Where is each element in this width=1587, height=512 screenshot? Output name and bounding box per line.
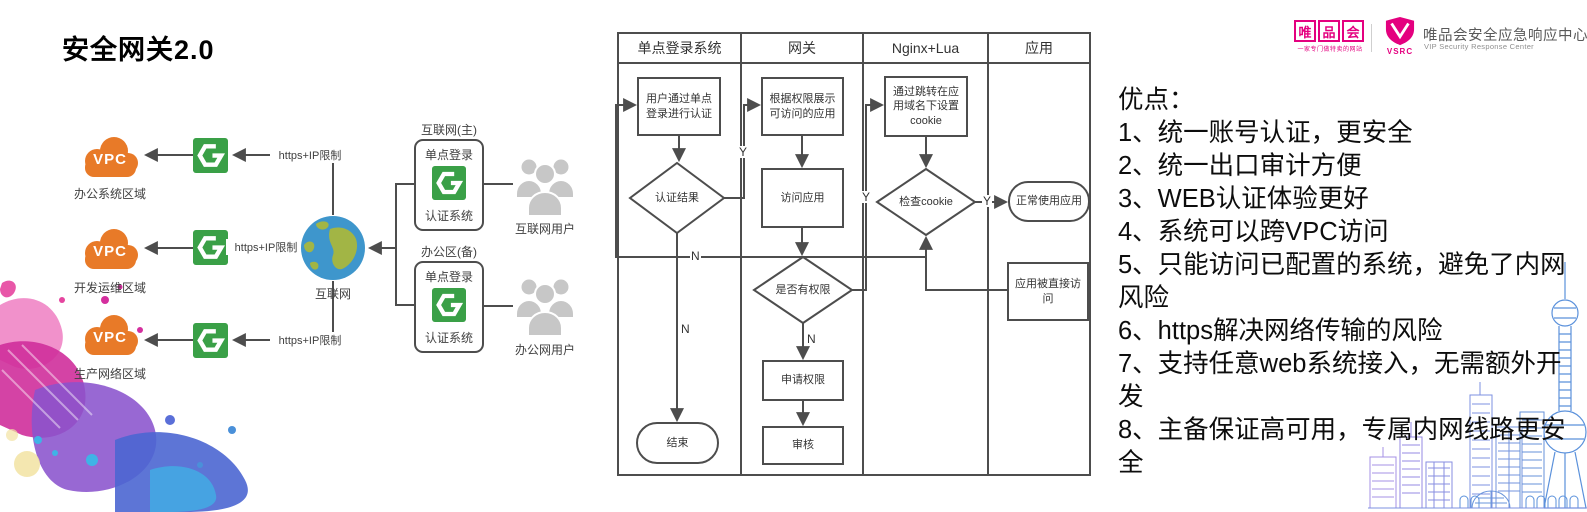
lane-header-sso: 单点登录系统 — [637, 40, 722, 56]
flowchart-connectors — [615, 98, 1009, 427]
city-skyline-decoration — [1368, 262, 1587, 509]
node-visit-app: 访问应用 — [780, 191, 825, 204]
advantages-panel: 优点： 1、统一账号认证，更安全 2、统一出口审计方便 3、WEB认证体验更好 … — [1118, 84, 1580, 480]
edge-label-no: N — [690, 249, 701, 263]
sso-line-auth-system: 认证系统 — [424, 209, 473, 223]
vpc-label: VPC — [93, 328, 127, 346]
advantage-item: 5、只能访问已配置的系统，避免了内网风险 — [1118, 251, 1566, 312]
node-review: 审核 — [792, 439, 814, 452]
vip-logo-char: 品 — [1318, 20, 1340, 42]
internet-globe-icon — [300, 215, 366, 281]
vip-logo: 唯 品 会 一家专门做特卖的网站 — [1294, 20, 1366, 53]
flowchart-grid — [617, 32, 1091, 476]
gateway-icon — [193, 138, 228, 173]
advantages-heading: 优点： — [1118, 86, 1195, 114]
advantage-item: 8、主备保证高可用，专属内网线路更安全 — [1118, 416, 1566, 477]
link-label-https: https+IP限制 — [270, 332, 350, 348]
node-direct-access: 应用被直接访问 — [1015, 278, 1081, 305]
link-label-https: https+IP限制 — [270, 147, 350, 163]
sso-line-auth-system: 认证系统 — [424, 331, 473, 345]
vip-tagline: 一家专门做特卖的网站 — [1297, 47, 1363, 53]
gateway-icon — [432, 166, 466, 200]
vpc-label: VPC — [93, 242, 127, 260]
users-label-office: 办公网用户 — [514, 343, 575, 357]
edge-label-yes: Y — [861, 190, 872, 204]
gateway-icon — [432, 288, 466, 322]
node-set-cookie: 通过跳转在应用域名下设置cookie — [893, 86, 959, 127]
advantage-item: 1、统一账号认证，更安全 — [1118, 119, 1413, 147]
edge-label-no: N — [806, 332, 817, 346]
zone-label-office: 办公系统区域 — [73, 187, 146, 201]
node-login: 用户通过单点登录进行认证 — [646, 93, 712, 120]
paint-splash-decoration — [0, 280, 248, 512]
node-check-cookie: 检查cookie — [899, 195, 953, 208]
node-apply-permission: 申请权限 — [781, 374, 825, 387]
zone-label-devops: 开发运维区域 — [73, 281, 146, 295]
vsrc-name-en: VIP Security Response Center — [1424, 42, 1534, 51]
advantage-item: 3、WEB认证体验更好 — [1118, 185, 1369, 213]
sso-line-sign-on: 单点登录 — [424, 270, 473, 284]
advantage-item: 7、支持任意web系统接入，无需额外开发 — [1118, 350, 1562, 411]
zone-label-production: 生产网络区域 — [73, 367, 146, 381]
node-show-apps: 根据权限展示可访问的应用 — [769, 93, 836, 120]
sso-title-office-backup: 办公区(备) — [421, 244, 477, 259]
node-has-permission: 是否有权限 — [775, 283, 831, 296]
gateway-icon — [193, 323, 228, 358]
page-title: 安全网关2.0 — [62, 35, 215, 65]
vsrc-acronym: VSRC — [1386, 47, 1414, 56]
gateway-icon — [193, 230, 228, 265]
advantage-item: 4、系统可以跨VPC访问 — [1118, 218, 1389, 246]
advantage-item: 6、https解决网络传输的风险 — [1118, 317, 1443, 345]
vpc-label: VPC — [93, 150, 127, 168]
users-group-icon — [513, 152, 577, 218]
edge-label-no: N — [680, 322, 691, 336]
users-group-icon — [513, 272, 577, 338]
vip-logo-char: 会 — [1342, 20, 1364, 42]
sso-line-sign-on: 单点登录 — [424, 148, 473, 162]
flowchart-shapes — [628, 76, 1090, 465]
network-connectors — [143, 148, 513, 347]
edge-label-yes: Y — [738, 145, 749, 159]
lane-header-gateway: 网关 — [788, 40, 816, 56]
internet-label: 互联网 — [314, 287, 351, 301]
vsrc-name-cn: 唯品会安全应急响应中心 — [1423, 28, 1587, 44]
lane-header-app: 应用 — [1025, 40, 1053, 56]
node-use-app: 正常使用应用 — [1016, 195, 1082, 208]
sso-title-internet-primary: 互联网(主) — [421, 122, 477, 137]
edge-label-yes: Y — [982, 194, 993, 208]
node-end: 结束 — [666, 436, 689, 449]
users-label-internet: 互联网用户 — [514, 222, 575, 236]
node-auth-result: 认证结果 — [655, 191, 699, 204]
logo-divider — [1371, 24, 1372, 52]
vsrc-shield-icon — [1385, 16, 1415, 46]
link-label-https: https+IP限制 — [226, 239, 306, 255]
advantage-item: 2、统一出口审计方便 — [1118, 152, 1362, 180]
lane-header-nginx-lua: Nginx+Lua — [891, 40, 960, 56]
vip-logo-char: 唯 — [1294, 20, 1316, 42]
